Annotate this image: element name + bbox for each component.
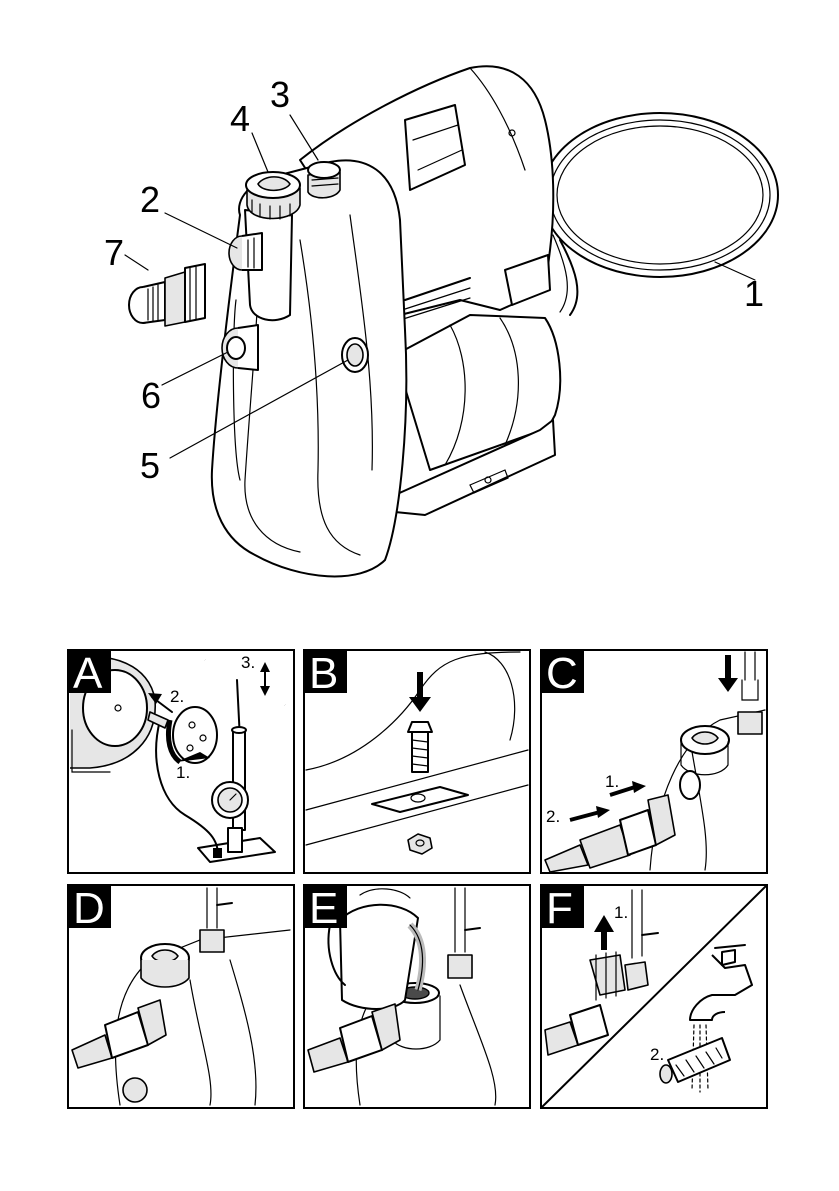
panel-c-step-2: 2. (546, 807, 560, 826)
panel-d: D (68, 884, 294, 1108)
panel-f-letter: F (546, 884, 573, 933)
panel-a-step-1: 1. (176, 763, 190, 782)
pressure-outlet (308, 162, 340, 198)
callout-4: 4 (230, 98, 250, 139)
callout-1: 1 (744, 273, 764, 314)
pressure-gauge (342, 338, 368, 372)
panel-a: A 1. 2. 3. (68, 649, 294, 873)
panel-c-letter: C (546, 649, 578, 698)
panel-a-step-2: 2. (170, 687, 184, 706)
panel-b-letter: B (309, 649, 338, 698)
panel-a-step-3: 3. (241, 653, 255, 672)
panel-b: B (304, 649, 530, 873)
callout-2: 2 (140, 179, 160, 220)
motor-housing (395, 315, 560, 515)
panel-c-step-1: 1. (605, 772, 619, 791)
callout-6: 6 (141, 375, 161, 416)
pump-illustration: 1 2 3 4 5 6 7 (104, 66, 778, 576)
panel-f-step-1: 1. (614, 903, 628, 922)
panel-e-letter: E (309, 884, 338, 933)
suction-inlet (229, 233, 262, 270)
panel-e: E (304, 884, 530, 1108)
callout-7: 7 (104, 232, 124, 273)
panel-f-step-2: 2. (650, 1045, 664, 1064)
hose-coil (542, 113, 778, 315)
filter-cap (246, 172, 300, 219)
panel-c: C 1. 2. (541, 649, 767, 873)
callout-3: 3 (270, 74, 290, 115)
hose-adapter (129, 264, 205, 326)
panel-f: F 1. 2. (541, 884, 767, 1108)
panel-d-letter: D (73, 884, 105, 933)
panel-a-letter: A (73, 649, 103, 698)
callout-5: 5 (140, 445, 160, 486)
